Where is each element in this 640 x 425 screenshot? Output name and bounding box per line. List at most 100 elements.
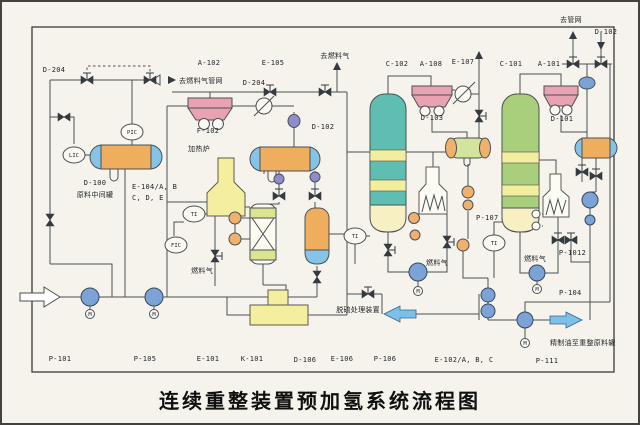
equipment-label: 燃料气 <box>426 258 448 267</box>
column-c102 <box>369 93 407 233</box>
aircooler-a102 <box>187 97 233 130</box>
exchanger-e107 <box>452 81 476 105</box>
instrument-tag: TI <box>191 212 198 218</box>
pump-p107-b <box>462 199 474 211</box>
valve-ellipse-blue <box>578 76 596 90</box>
equipment-label: P-101 <box>49 355 72 363</box>
control-valve-violet <box>287 114 301 128</box>
equipment-label: E-101 <box>197 355 220 363</box>
vessel-d102 <box>249 146 321 183</box>
equipment-label: E-107 <box>452 58 475 66</box>
motor-tag: M <box>152 312 156 318</box>
motor-symbol <box>149 309 159 319</box>
equipment-label: A-102 <box>198 59 221 67</box>
instrument-tag: FIC <box>171 243 181 249</box>
compressor-k101 <box>249 289 309 326</box>
equipment-label: D-102 <box>595 28 618 36</box>
equipment-label: P-106 <box>374 355 397 363</box>
furnace-f102 <box>206 157 246 217</box>
equipment-label: C, D, E <box>132 194 164 202</box>
equipment-label: 精制油至重整原料罐 <box>550 338 616 347</box>
equipment-label: P-105 <box>134 355 157 363</box>
equipment-label: E-106 <box>331 355 354 363</box>
vessel-d100 <box>89 144 163 182</box>
equipment-label: D-204 <box>243 79 266 87</box>
pump-circle-orange-5 <box>409 229 421 241</box>
outlet-arrow-refined-oil <box>549 311 583 329</box>
vessel-d103 <box>445 137 491 167</box>
pump-p104 <box>528 264 546 282</box>
pump-circle-orange-2 <box>228 232 242 246</box>
exchanger-e102-b <box>480 303 496 319</box>
equipment-label: 原料中间罐 <box>77 190 114 199</box>
pump-p1012 <box>581 191 599 209</box>
equipment-label: K-101 <box>241 355 264 363</box>
equipment-label: 去管网 <box>560 15 582 24</box>
aircooler-a108 <box>411 85 453 117</box>
equipment-label: D-101 <box>551 115 574 123</box>
pump-p101 <box>80 287 100 307</box>
vessel-top-right <box>574 137 618 159</box>
pump-p106 <box>408 262 428 282</box>
instrument-tag: PIC <box>127 130 137 136</box>
instrument-bubble <box>343 227 367 245</box>
outlet-arrow-desulfur <box>383 305 417 323</box>
equipment-label: D-100 <box>84 179 107 187</box>
vessel-d106 <box>304 207 330 265</box>
equipment-label: P-107 <box>476 214 499 222</box>
instrument-bubble <box>120 123 144 141</box>
pump-circle-orange-1 <box>228 211 242 225</box>
equipment-label: D-102 <box>312 123 335 131</box>
small-circle-2 <box>531 221 541 231</box>
arrow-up-e107-icon <box>475 51 483 59</box>
equipment-label: P-1012 <box>559 249 586 257</box>
equipment-label: E-104/A, B <box>132 183 177 191</box>
equipment-label: A-108 <box>420 60 443 68</box>
equipment-label: 去燃料气管网 <box>179 76 223 85</box>
equipment-label: D-106 <box>294 356 317 364</box>
exchanger-e105 <box>253 95 275 117</box>
pump-p105 <box>144 287 164 307</box>
equipment-label: C-102 <box>386 60 409 68</box>
motor-tag: M <box>535 287 539 293</box>
pump-p111 <box>516 311 534 329</box>
pump-circle-orange-3 <box>456 238 470 252</box>
arrow-right-icon <box>168 76 176 84</box>
equipment-label: P-111 <box>536 357 559 365</box>
instrument-bubble <box>482 234 506 252</box>
valve-circle-blue <box>584 214 596 226</box>
aircooler-a101 <box>543 85 579 116</box>
equipment-label: 去燃料气 <box>320 51 349 60</box>
reboiler-furnace-c102 <box>418 166 448 215</box>
arrow-down-d102-icon <box>597 42 605 50</box>
equipment-label: E-105 <box>262 59 285 67</box>
instrument-bubble <box>164 236 188 254</box>
instrument-tag: TI <box>352 234 359 240</box>
motor-symbol <box>532 284 542 294</box>
valve-circle-1 <box>273 173 285 185</box>
motor-tag: M <box>88 312 92 318</box>
instrument-bubble <box>182 205 206 223</box>
valve-circle-2 <box>309 171 321 183</box>
equipment-label: 加热炉 <box>188 144 210 153</box>
equipment-label: C-101 <box>500 60 523 68</box>
instrument-tag: LIC <box>69 153 79 159</box>
equipment-label: A-101 <box>538 60 561 68</box>
equipment-label: D-204 <box>43 66 66 74</box>
arrow-up-network-icon <box>569 31 577 39</box>
equipment-label: 燃料气 <box>524 254 546 263</box>
small-circle-1 <box>531 209 541 219</box>
pump-circle-orange-4 <box>408 212 420 224</box>
arrow-up-fuelgas-icon <box>333 62 341 70</box>
motor-symbol <box>85 309 95 319</box>
feed-inlet-arrow <box>19 286 61 308</box>
pumps-blue <box>80 191 599 329</box>
equipment-label: 燃料气 <box>191 266 213 275</box>
equipment-label: F-102 <box>197 127 220 135</box>
motor-tag: M <box>523 341 527 347</box>
column-c101 <box>501 93 540 233</box>
diagram-title: 连续重整装置预加氢系统流程图 <box>159 391 481 413</box>
